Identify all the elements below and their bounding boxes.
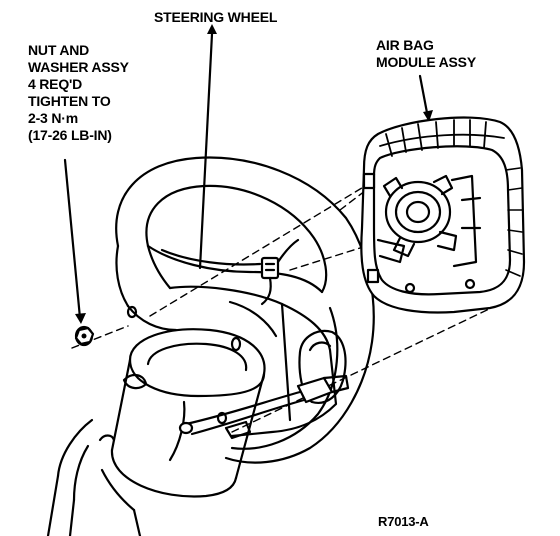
nut-arrowhead [75, 313, 86, 324]
nut-label-line-1: NUT AND [28, 42, 90, 58]
figure-code: R7013-A [378, 514, 429, 529]
nut-label-line-3: 4 REQ'D [28, 76, 83, 92]
steering-wheel [115, 156, 375, 464]
nut-and-washer [74, 325, 95, 347]
wheel-rim-lower [230, 306, 339, 450]
air-bag-module [360, 116, 526, 314]
horn-switch-cable [178, 374, 350, 436]
steering-wheel-label: STEERING WHEEL [154, 9, 278, 25]
steering-wheel-leader [198, 32, 214, 270]
nut-label-line-6: (17-26 LB-IN) [28, 127, 112, 143]
air-bag-arrowhead [423, 110, 433, 122]
leader-lines [63, 24, 433, 324]
nut-label-line-2: WASHER ASSY [28, 59, 129, 75]
air-bag-label-line-2: MODULE ASSY [376, 54, 476, 70]
nut-and-washer-label: NUT AND WASHER ASSY 4 REQ'D TIGHTEN TO 2… [28, 42, 129, 144]
air-bag-leader [418, 74, 430, 120]
steering-column [46, 328, 266, 536]
wire-connector [260, 238, 300, 306]
steering-wheel-arrowhead [207, 24, 217, 34]
air-bag-module-label: AIR BAG MODULE ASSY [376, 37, 476, 71]
wheel-hub [168, 285, 338, 438]
inflator [382, 174, 458, 258]
nut-label-line-5: 2-3 N·m [28, 110, 78, 126]
nut-label-line-4: TIGHTEN TO [28, 93, 111, 109]
air-bag-label-line-1: AIR BAG [376, 37, 434, 53]
wheel-rim-inner [145, 184, 328, 294]
nut-leader [63, 158, 82, 320]
wheel-rim-outer [115, 156, 375, 464]
